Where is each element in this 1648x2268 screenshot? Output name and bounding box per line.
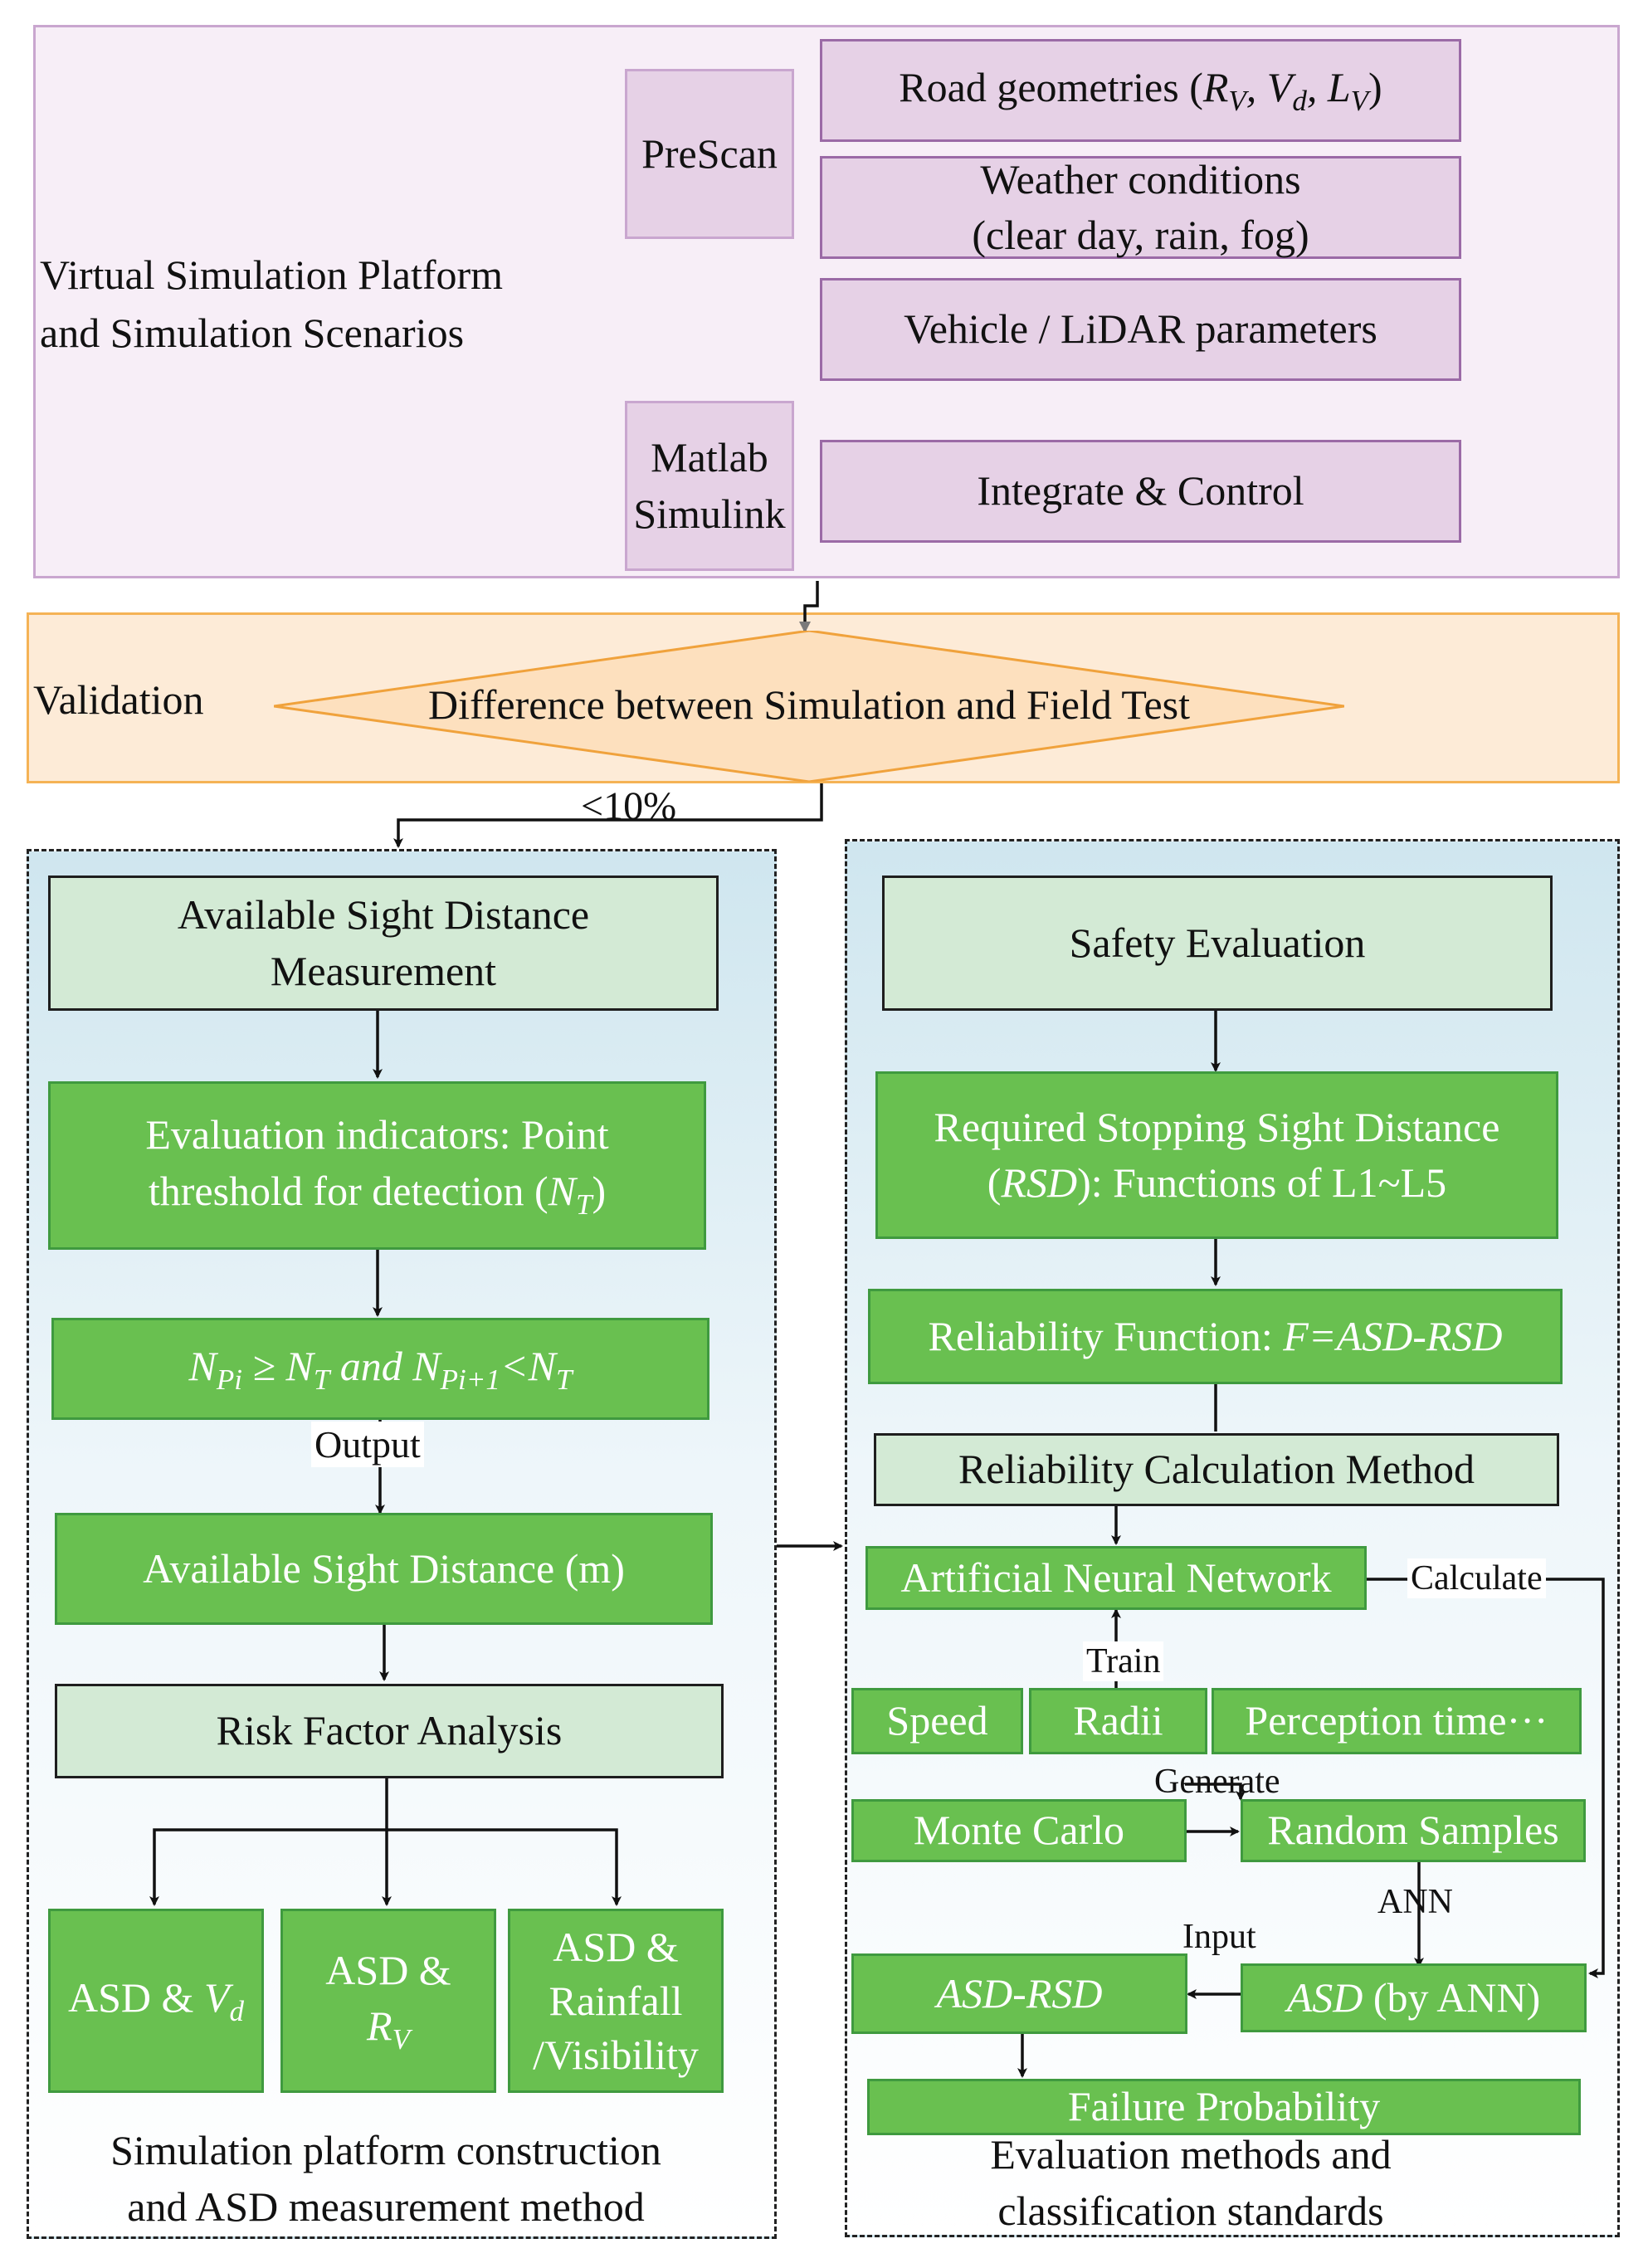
weather-conditions-box: Weather conditions (clear day, rain, fog… <box>820 156 1461 259</box>
ann-label: Artificial Neural Network <box>900 1553 1332 1601</box>
random-samples-box: Random Samples <box>1241 1799 1586 1862</box>
reliability-function-box: Reliability Function: F=ASD-RSD <box>868 1289 1563 1384</box>
road-geometries-box: Road geometries (RV, Vd, LV) <box>820 39 1461 142</box>
failure-probability-label: Failure Probability <box>1067 2083 1381 2130</box>
rsd-box: Required Stopping Sight Distance (RSD): … <box>875 1071 1558 1239</box>
rsd-label: Required Stopping Sight Distance (RSD): … <box>934 1103 1500 1207</box>
asd-rv-label: ASD &RV <box>325 1946 451 2056</box>
asd-rainfall-box: ASD & Rainfall /Visibility <box>508 1909 724 2093</box>
asd-measurement-box: Available Sight Distance Measurement <box>48 875 719 1011</box>
vehicle-lidar-box: Vehicle / LiDAR parameters <box>820 278 1461 381</box>
road-geometries-label: Road geometries (RV, Vd, LV) <box>899 64 1382 118</box>
safety-evaluation-box: Safety Evaluation <box>882 875 1553 1011</box>
asd-measurement-label: Available Sight Distance Measurement <box>177 891 590 994</box>
asd-vd-box: ASD & Vd <box>48 1909 264 2093</box>
asd-m-box: Available Sight Distance (m) <box>55 1513 713 1625</box>
asd-rainfall-label: ASD & Rainfall /Visibility <box>533 1923 699 2078</box>
asd-rv-box: ASD &RV <box>280 1909 496 2093</box>
threshold-label: <10% <box>581 784 677 828</box>
difference-label: Difference between Simulation and Field … <box>427 681 1191 729</box>
evaluation-indicators-box: Evaluation indicators: Point threshold f… <box>48 1081 706 1250</box>
speed-label: Speed <box>886 1697 988 1744</box>
perception-box: Perception time··· <box>1212 1688 1582 1754</box>
reliability-calc-box: Reliability Calculation Method <box>874 1433 1559 1506</box>
matlab-simulink-label: Matlab Simulink <box>633 434 786 537</box>
generate-label: Generate <box>1154 1763 1280 1801</box>
vehicle-lidar-label: Vehicle / LiDAR parameters <box>904 305 1377 353</box>
point-condition-box: NPi ≥ NT and NPi+1<NT <box>51 1318 709 1420</box>
reliability-calc-label: Reliability Calculation Method <box>958 1446 1475 1493</box>
input-label: Input <box>1182 1918 1256 1956</box>
matlab-simulink-box: Matlab Simulink <box>625 401 794 571</box>
monte-carlo-box: Monte Carlo <box>851 1799 1187 1862</box>
reliability-function-label: Reliability Function: F=ASD-RSD <box>928 1312 1503 1359</box>
speed-box: Speed <box>851 1688 1023 1754</box>
radii-box: Radii <box>1029 1688 1207 1754</box>
ann-arrow-label: ANN <box>1377 1883 1453 1921</box>
prescan-box: PreScan <box>625 69 794 239</box>
asd-rsd-box: ASD-RSD <box>851 1953 1187 2034</box>
integrate-control-box: Integrate & Control <box>820 440 1461 543</box>
point-condition-label: NPi ≥ NT and NPi+1<NT <box>188 1342 573 1396</box>
right-caption: Evaluation methods and classification st… <box>990 2131 1392 2234</box>
safety-evaluation-label: Safety Evaluation <box>1069 919 1366 966</box>
asd-vd-label: ASD & Vd <box>68 1974 244 2028</box>
validation-label: Validation <box>33 676 204 723</box>
risk-factor-label: Risk Factor Analysis <box>216 1707 563 1754</box>
risk-factor-box: Risk Factor Analysis <box>55 1684 724 1778</box>
weather-conditions-label: Weather conditions (clear day, rain, fog… <box>972 155 1309 259</box>
evaluation-indicators-label: Evaluation indicators: Point threshold f… <box>145 1111 609 1221</box>
left-caption: Simulation platform construction and ASD… <box>110 2127 661 2230</box>
asd-rsd-label: ASD-RSD <box>936 1969 1103 2017</box>
train-label: Train <box>1083 1641 1164 1681</box>
calculate-label: Calculate <box>1407 1558 1546 1598</box>
asd-by-ann-box: ASD (by ANN) <box>1241 1963 1587 2032</box>
difference-diamond <box>274 631 1344 782</box>
asd-by-ann-label: ASD (by ANN) <box>1286 1973 1541 2021</box>
perception-label: Perception time··· <box>1245 1697 1548 1744</box>
output-label: Output <box>311 1422 424 1468</box>
platform-title: Virtual Simulation Platform and Simulati… <box>40 251 504 356</box>
asd-m-label: Available Sight Distance (m) <box>143 1544 625 1592</box>
radii-label: Radii <box>1073 1697 1163 1744</box>
monte-carlo-label: Monte Carlo <box>913 1807 1125 1854</box>
failure-probability-box: Failure Probability <box>867 2079 1581 2135</box>
random-samples-label: Random Samples <box>1267 1807 1559 1854</box>
integrate-control-label: Integrate & Control <box>977 467 1304 515</box>
prescan-label: PreScan <box>641 129 778 177</box>
ann-box: Artificial Neural Network <box>865 1546 1367 1610</box>
